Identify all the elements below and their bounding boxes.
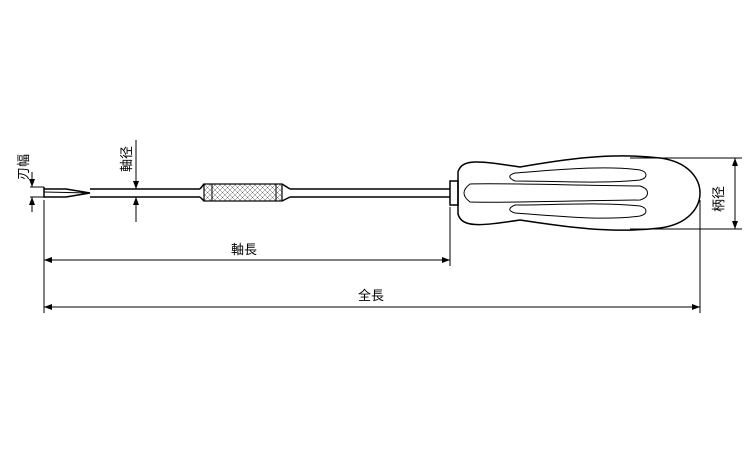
blade-width-label: 刃幅 <box>17 154 32 180</box>
handle-groove-middle <box>463 183 648 203</box>
handle-diameter-dimension: 柄径 <box>630 157 742 230</box>
shaft-length-label: 軸長 <box>231 243 257 258</box>
knurled-sleeve <box>203 183 283 202</box>
screwdriver <box>43 155 701 231</box>
rear-shaft <box>290 188 450 198</box>
overall-length-dimension: 全長 <box>43 200 701 313</box>
shaft-diameter-dimension: 軸径 <box>120 140 142 222</box>
shaft-length-dimension: 軸長 <box>43 200 451 266</box>
shaft-diameter-label: 軸径 <box>120 146 135 172</box>
handle-groove-bottom <box>509 203 647 219</box>
handle-groove-top <box>509 167 647 183</box>
shaft <box>90 188 200 198</box>
handle-diameter-label: 柄径 <box>712 186 727 212</box>
handle <box>457 155 701 231</box>
overall-length-label: 全長 <box>358 288 384 304</box>
blade-width-dimension: 刃幅 <box>17 154 44 212</box>
ferrule <box>449 180 459 206</box>
